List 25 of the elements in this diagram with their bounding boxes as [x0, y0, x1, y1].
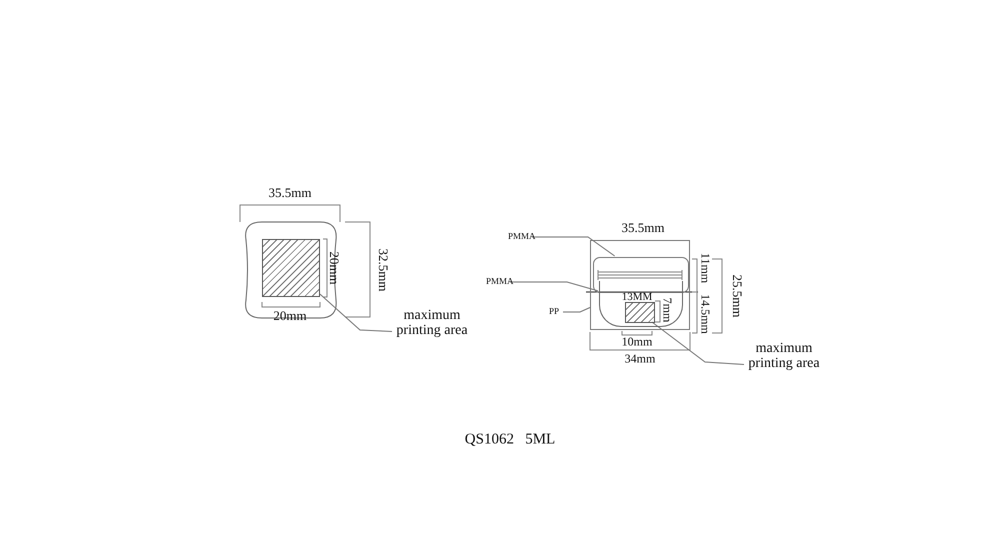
lid-outline — [593, 257, 689, 293]
dimension-label: 25.5mm — [729, 274, 745, 318]
printing-area — [625, 302, 655, 323]
dimension-label: 35.5mm — [622, 220, 664, 236]
dimension-label: 32.5mm — [375, 248, 391, 292]
callout-text: maximum printing area — [392, 309, 472, 338]
material-label: PP — [549, 307, 563, 316]
dimension-label: 34mm — [624, 352, 656, 366]
leader-line — [562, 307, 590, 312]
model-caption: QS1062 5ML — [464, 432, 556, 448]
callout-text: maximum printing area — [744, 342, 824, 372]
leader-line — [532, 236, 616, 256]
dimension-label: 10mm — [622, 334, 652, 350]
inner-cup-outline — [599, 281, 683, 327]
leader-line — [320, 294, 392, 332]
dimension-label: 14.5mm — [698, 294, 712, 334]
leader-line — [510, 282, 598, 292]
leader-line — [651, 322, 744, 365]
dimension-label: 11mm — [698, 252, 712, 284]
printing-area — [262, 239, 320, 297]
dimension-label: 13MM — [622, 291, 652, 303]
dimension-label: 35.5mm — [268, 185, 312, 201]
jar-outline — [590, 240, 690, 330]
dimension-label: 7mm — [660, 298, 674, 322]
dimension-label: 20mm — [326, 251, 342, 285]
